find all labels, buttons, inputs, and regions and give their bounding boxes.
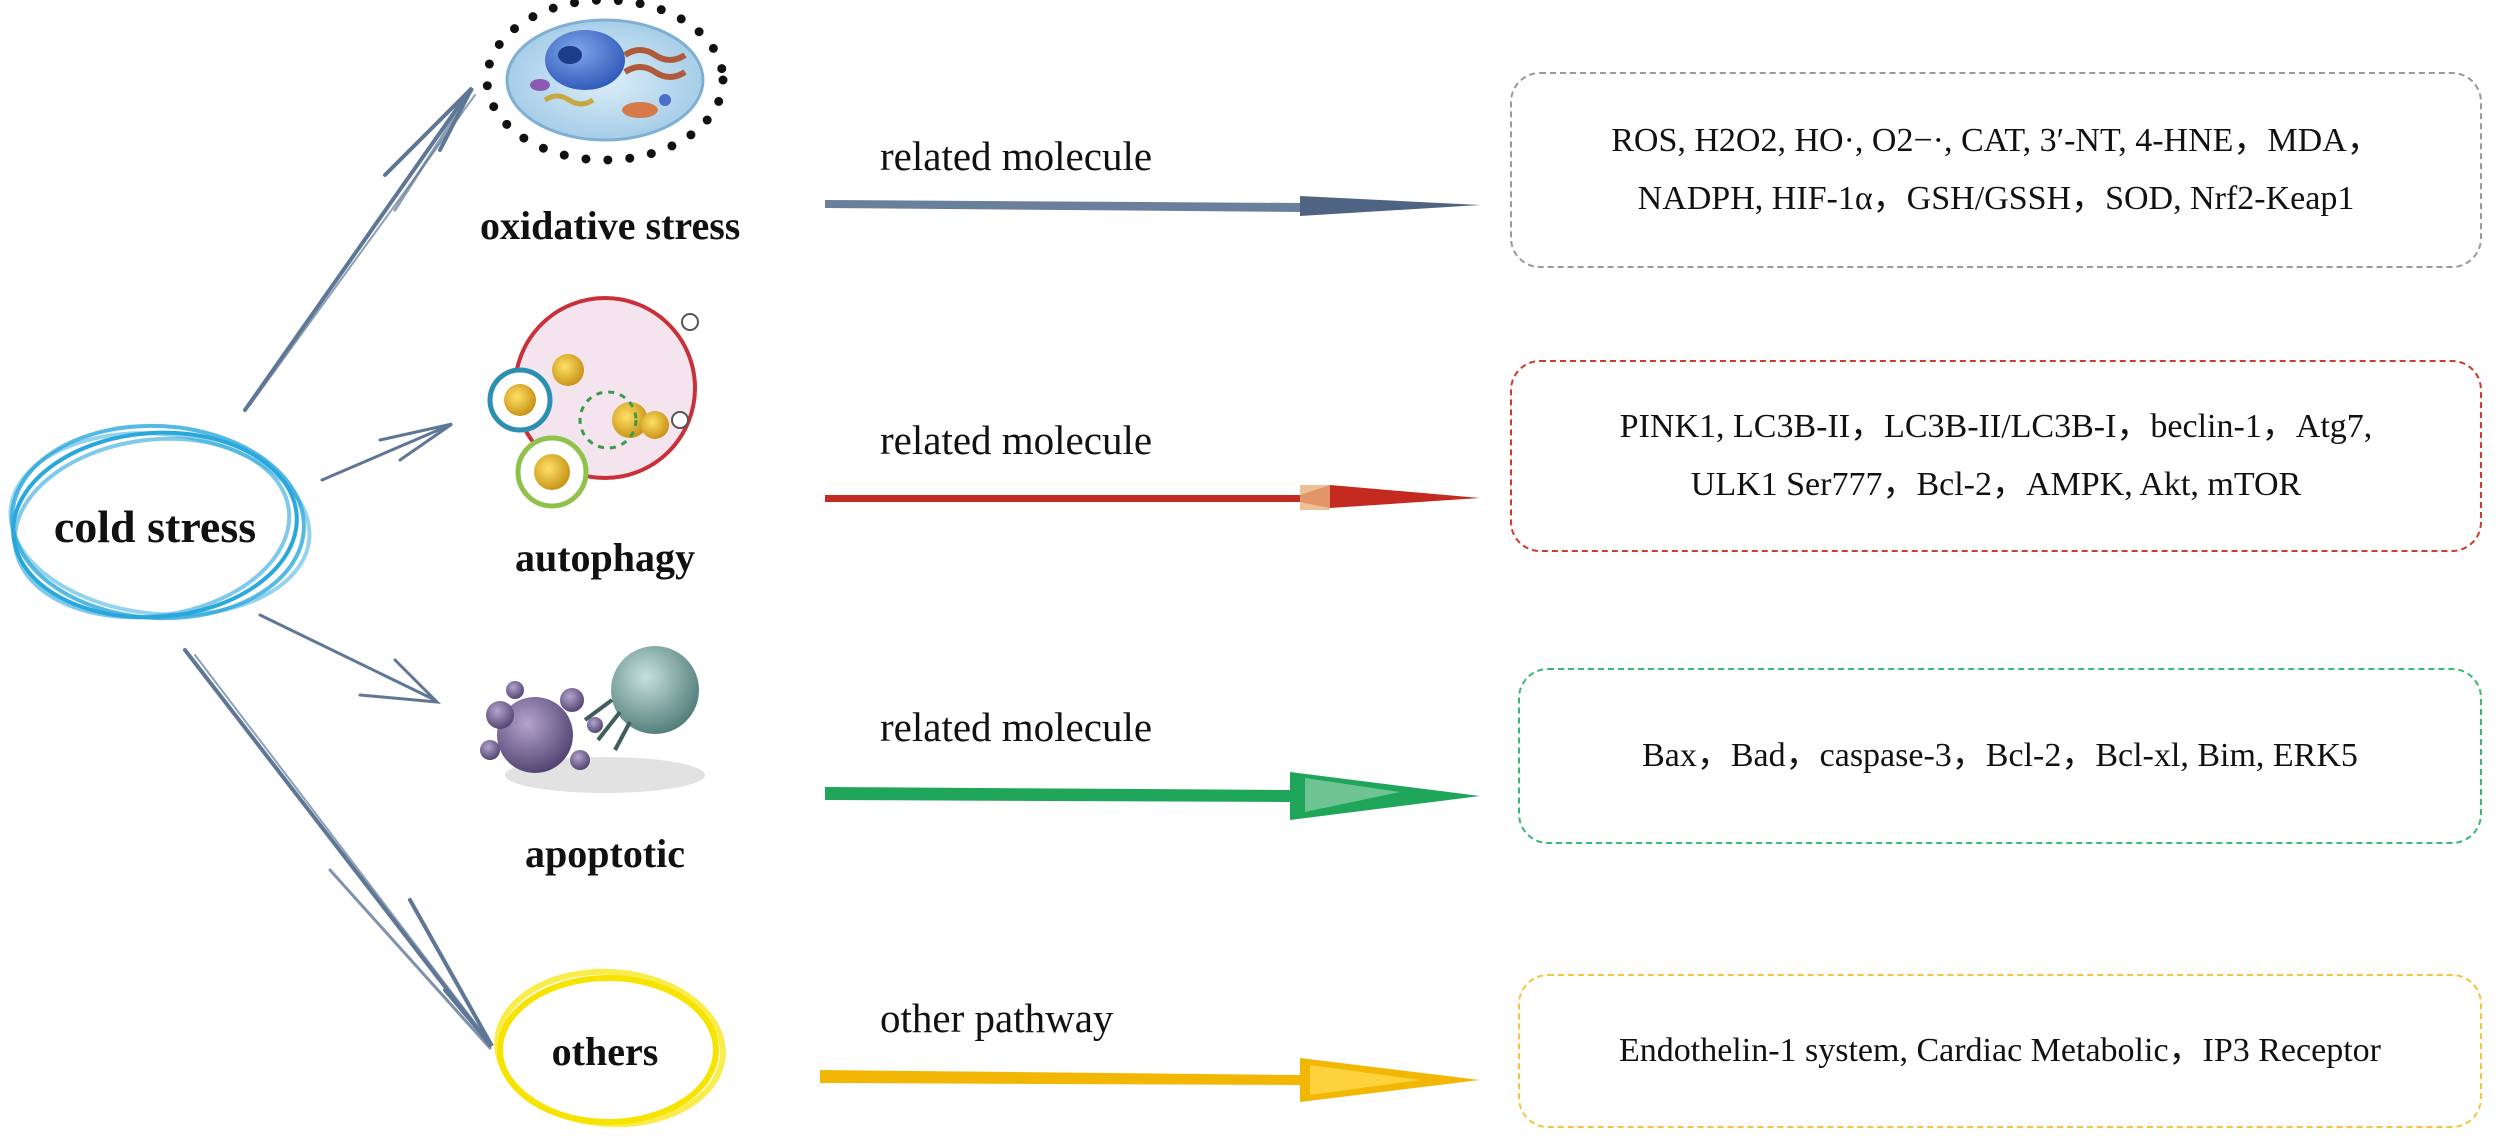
arrow-label-apoptotic: related molecule xyxy=(880,704,1153,750)
flow-arrow-others xyxy=(820,1058,1480,1102)
arrow-label-oxidative: related molecule xyxy=(880,133,1153,179)
molecule-box-autophagy: PINK1, LC3B-II，LC3B-II/LC3B-I，beclin-1，A… xyxy=(1510,360,2482,552)
arrow-label-others: other pathway xyxy=(880,995,1114,1041)
molecule-line: PINK1, LC3B-II，LC3B-II/LC3B-I，beclin-1，A… xyxy=(1619,408,2373,445)
flow-arrow-autophagy xyxy=(825,485,1480,510)
category-label-apoptotic: apoptotic xyxy=(525,831,685,876)
molecule-line: ULK1 Ser777，Bcl-2，AMPK, Akt, mTOR xyxy=(1690,466,2302,503)
pointer-to-oxidative xyxy=(243,88,472,412)
flow-arrow-oxidative xyxy=(825,196,1480,216)
yellow-ring-icon xyxy=(494,968,726,1128)
molecule-box-oxidative: ROS, H2O2, HO·, O2−·, CAT, 3′-NT, 4-HNE，… xyxy=(1510,72,2482,268)
category-label-others: others xyxy=(551,1029,659,1074)
hub-pointer-arrows xyxy=(183,86,494,1050)
cold-stress-ring xyxy=(8,423,312,621)
pointer-to-apoptotic xyxy=(258,613,437,702)
flow-arrow-apoptotic xyxy=(825,772,1480,820)
arrow-label-autophagy: related molecule xyxy=(880,417,1153,463)
molecule-line: Bax，Bad，caspase-3，Bcl-2，Bcl-xl, Bim, ERK… xyxy=(1642,737,2358,774)
cell-icon xyxy=(482,0,728,165)
hub-label: cold stress xyxy=(53,501,257,552)
molecule-box-apoptotic: Bax，Bad，caspase-3，Bcl-2，Bcl-xl, Bim, ERK… xyxy=(1518,668,2482,844)
molecule-box-others: Endothelin-1 system, Cardiac Metabolic，I… xyxy=(1518,974,2482,1128)
pointer-to-others xyxy=(183,648,492,1047)
autophagosome-icon xyxy=(487,296,699,509)
molecule-line: ROS, H2O2, HO·, O2−·, CAT, 3′-NT, 4-HNE，… xyxy=(1611,122,2381,159)
molecule-line: NADPH, HIF-1α，GSH/GSSH，SOD, Nrf2-Keap1 xyxy=(1637,180,2355,217)
molecule-line: Endothelin-1 system, Cardiac Metabolic，I… xyxy=(1619,1032,2381,1069)
apoptotic-cell-icon xyxy=(480,646,705,793)
pointer-to-autophagy xyxy=(320,423,452,482)
category-label-autophagy: autophagy xyxy=(514,535,696,580)
category-label-oxidative: oxidative stress xyxy=(480,203,741,248)
